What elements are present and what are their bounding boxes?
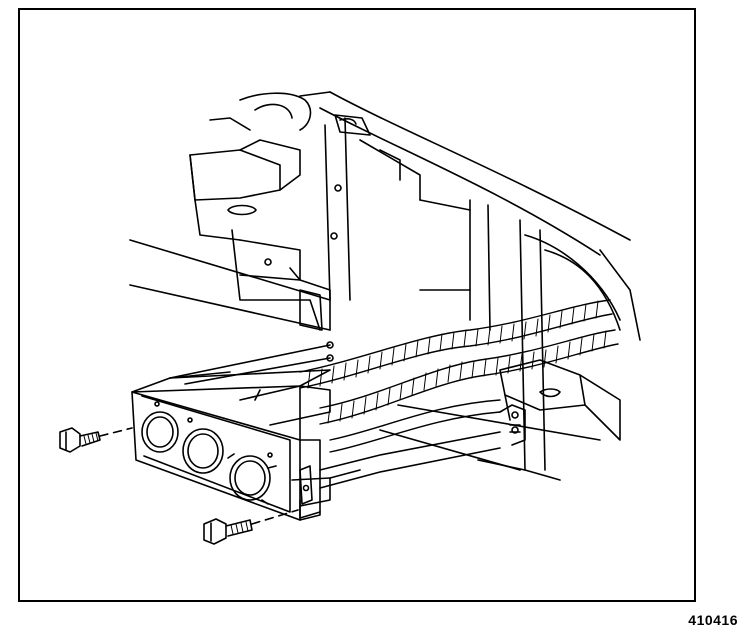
lower-bolt xyxy=(203,509,299,545)
wiring-harness xyxy=(299,299,619,453)
dash-frame xyxy=(129,91,641,481)
upper-bolt xyxy=(59,427,133,453)
mounting-bracket xyxy=(299,465,313,505)
control-panel xyxy=(131,341,526,521)
figure-number: 410416 xyxy=(688,612,738,628)
